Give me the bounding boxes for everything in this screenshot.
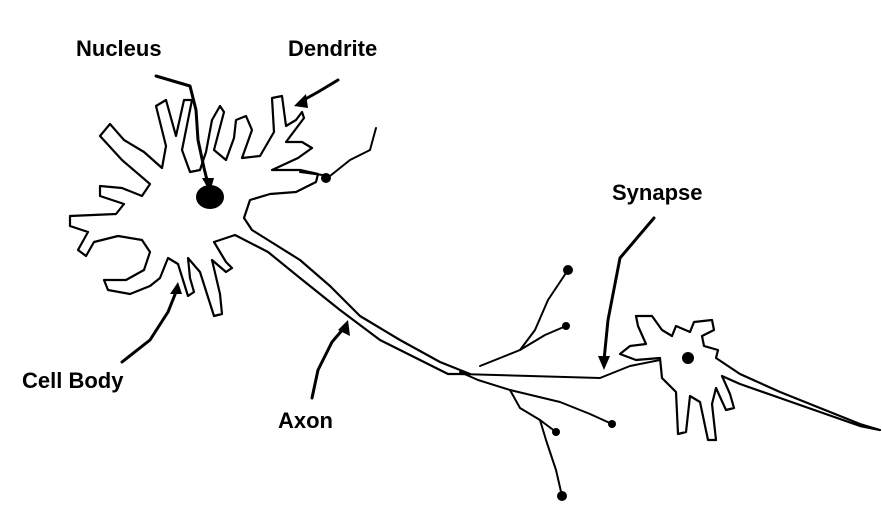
second-neuron xyxy=(620,316,880,440)
neuron-cell-body xyxy=(70,96,470,374)
label-dendrite: Dendrite xyxy=(288,36,377,61)
label-synapse: Synapse xyxy=(612,180,703,205)
second-nucleus-dot xyxy=(682,352,694,364)
axon-terminal-dot xyxy=(562,322,570,330)
label-nucleus: Nucleus xyxy=(76,36,162,61)
axon-terminal-dot xyxy=(608,420,616,428)
label-cell-body: Cell Body xyxy=(22,368,124,393)
axon-terminal-dot xyxy=(552,428,560,436)
axon-terminal-dot xyxy=(563,265,573,275)
dendrite-terminal-dot xyxy=(321,173,331,183)
axon-terminals-lower xyxy=(478,380,616,501)
axon-terminal-dot xyxy=(557,491,567,501)
dendrite-pointer xyxy=(294,80,338,108)
axon-terminals-upper xyxy=(480,265,573,366)
label-axon: Axon xyxy=(278,408,333,433)
axon-pointer xyxy=(312,320,350,398)
